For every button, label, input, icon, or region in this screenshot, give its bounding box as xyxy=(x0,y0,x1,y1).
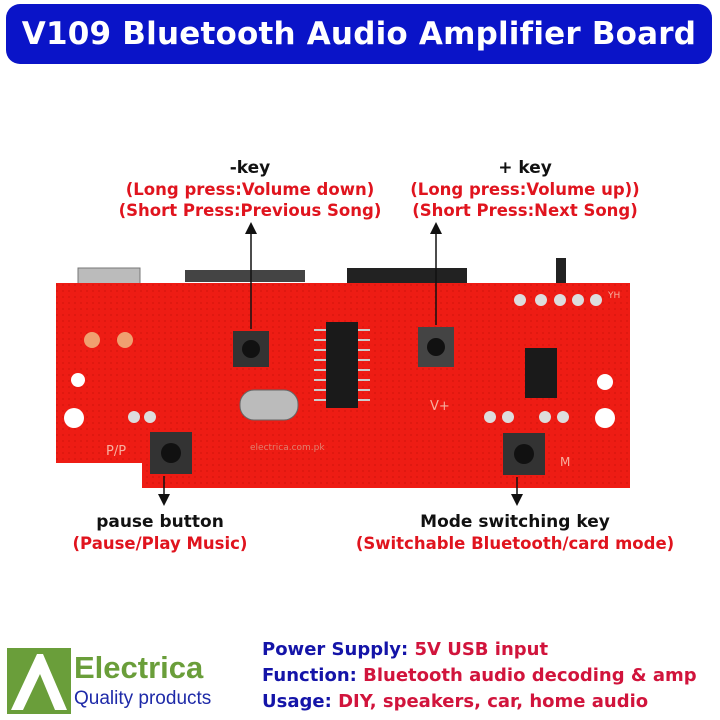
spec-power: Power Supply: 5V USB input xyxy=(262,637,697,663)
pp-mark: P/P xyxy=(106,444,126,459)
plus-key-button[interactable] xyxy=(418,327,454,367)
vplus-mark: V+ xyxy=(430,399,450,414)
pin-header xyxy=(556,258,566,284)
brand-name: Electrica xyxy=(74,650,204,685)
site-watermark: electrica.com.pk xyxy=(250,443,325,453)
mode-callout: Mode switching key (Switchable Bluetooth… xyxy=(340,512,690,554)
callout-title: + key xyxy=(498,158,552,178)
card-slot xyxy=(347,268,467,283)
spec-value: DIY, speakers, car, home audio xyxy=(338,691,649,712)
spec-function: Function: Bluetooth audio decoding & amp xyxy=(262,663,697,689)
m-mark: M xyxy=(560,455,570,469)
minus-key-button[interactable] xyxy=(233,331,269,367)
pause-button[interactable] xyxy=(150,432,192,474)
brand-tagline: Quality products xyxy=(74,688,212,709)
yh-mark: YH xyxy=(607,291,620,301)
connector xyxy=(185,270,305,282)
usb-connector xyxy=(77,267,141,285)
page-title: V109 Bluetooth Audio Amplifier Board xyxy=(21,16,697,52)
callout-title: pause button xyxy=(96,512,224,532)
title-banner: V109 Bluetooth Audio Amplifier Board xyxy=(6,4,712,64)
brand-logo xyxy=(7,648,71,714)
mode-button[interactable] xyxy=(503,433,545,475)
spec-label: Usage: xyxy=(262,691,332,712)
callout-line: (Long press:Volume up)) xyxy=(410,180,640,199)
plus-key-callout: + key (Long press:Volume up)) (Short Pre… xyxy=(360,158,690,221)
callout-line: (Short Press:Previous Song) xyxy=(118,201,382,220)
callout-line: (Long press:Volume down) xyxy=(125,180,375,199)
spec-list: Power Supply: 5V USB input Function: Blu… xyxy=(262,637,697,715)
amp-chip xyxy=(525,348,557,398)
spec-value: Bluetooth audio decoding & amp xyxy=(363,665,697,686)
callout-line: (Short Press:Next Song) xyxy=(412,201,638,220)
spec-label: Power Supply: xyxy=(262,639,409,660)
callout-line: (Switchable Bluetooth/card mode) xyxy=(355,534,675,553)
minus-key-callout: -key (Long press:Volume down) (Short Pre… xyxy=(70,158,430,221)
main-chip xyxy=(326,322,358,408)
spec-usage: Usage: DIY, speakers, car, home audio xyxy=(262,689,697,715)
crystal xyxy=(239,389,299,421)
spec-value: 5V USB input xyxy=(414,639,549,660)
callout-line: (Pause/Play Music) xyxy=(72,534,248,553)
callout-title: -key xyxy=(229,158,271,178)
callout-title: Mode switching key xyxy=(420,512,610,532)
pause-callout: pause button (Pause/Play Music) xyxy=(40,512,280,554)
spec-label: Function: xyxy=(262,665,357,686)
